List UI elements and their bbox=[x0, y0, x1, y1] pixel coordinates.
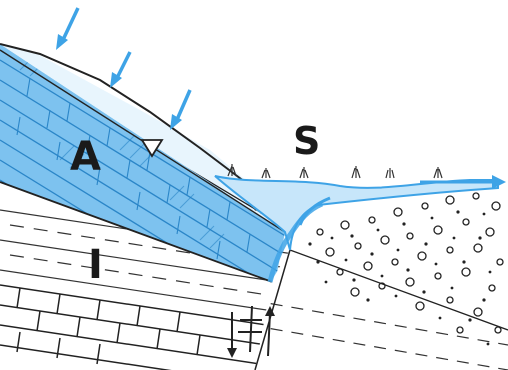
recharge-arrow-3 bbox=[170, 90, 190, 130]
surface-water-label: S bbox=[293, 122, 320, 160]
aquifer-label: A bbox=[70, 137, 101, 177]
recharge-arrow-1 bbox=[56, 8, 78, 50]
aquitard-label: I bbox=[88, 245, 103, 285]
vegetation bbox=[228, 164, 442, 178]
recharge-arrow-2 bbox=[110, 52, 130, 88]
